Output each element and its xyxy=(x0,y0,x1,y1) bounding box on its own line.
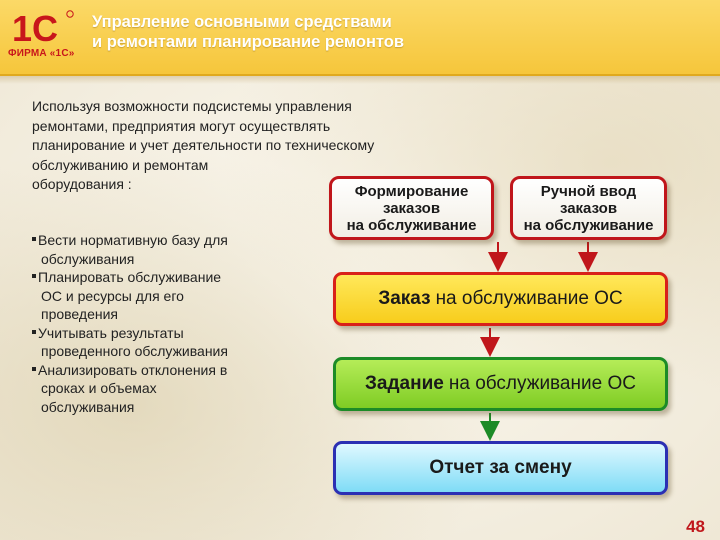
box-text: на обслуживание ОС xyxy=(448,373,636,394)
box-text: Формирование xyxy=(354,182,469,200)
manual-orders-box: Ручной ввод заказов на обслуживание xyxy=(510,176,667,240)
intro-line: планирование и учет деятельности по техн… xyxy=(32,137,375,153)
box-text: на обслуживание xyxy=(523,216,654,234)
bullet-text: обслуживания xyxy=(41,398,135,415)
box-text-strong: Задание xyxy=(365,373,444,394)
page-number: 48 xyxy=(686,517,705,536)
box-text: заказов xyxy=(382,199,441,217)
page-title: Управление основными средствами и ремонт… xyxy=(92,12,692,52)
bullet-marker xyxy=(32,366,36,371)
logo: 1С ФИРМА «1С» xyxy=(8,8,88,66)
bullet-text: Вести нормативную базу для xyxy=(38,232,228,248)
bullet-text: обслуживания xyxy=(41,250,135,267)
intro-line: Используя возможности подсистемы управле… xyxy=(32,98,352,114)
report-box: Отчет за смену xyxy=(333,441,668,495)
box-text: Отчет за смену xyxy=(429,457,572,478)
intro-line: ремонтами, предприятия могут осуществлят… xyxy=(32,117,331,134)
list-item: Учитывать результаты проведенного обслуж… xyxy=(32,324,302,361)
bullet-text: сроках и объемах xyxy=(41,380,157,396)
logo-text: 1С xyxy=(12,8,58,48)
list-item: Вести нормативную базу для обслуживания xyxy=(32,231,302,268)
intro-line: обслуживанию и ремонтам xyxy=(32,156,209,173)
box-text: на обслуживание xyxy=(346,216,477,234)
bullet-text: Планировать обслуживание xyxy=(38,269,222,285)
title-line: Управление основными средствами xyxy=(92,13,392,31)
task-box: Задание на обслуживание ОС xyxy=(333,357,668,411)
box-text: заказов xyxy=(559,199,618,217)
title-line: и ремонтами планирование ремонтов xyxy=(92,33,405,51)
form-orders-box: Формирование заказов на обслуживание xyxy=(329,176,494,240)
header-shadow xyxy=(0,76,720,84)
bullet-list: Вести нормативную базу для обслуживания … xyxy=(32,231,302,416)
box-text-strong: Заказ xyxy=(378,288,431,309)
bullet-text: Анализировать отклонения в xyxy=(38,361,228,378)
intro-line: оборудования : xyxy=(32,176,132,192)
bullet-marker xyxy=(32,237,36,241)
list-item: Анализировать отклонения в сроках и объе… xyxy=(32,361,302,417)
bullet-text: ОС и ресурсы для его xyxy=(41,287,184,304)
bullet-text: проведения xyxy=(41,306,118,322)
order-box: Заказ на обслуживание ОС xyxy=(333,272,668,326)
intro-paragraph: Используя возможности подсистемы управле… xyxy=(32,97,472,195)
bullet-text: проведенного обслуживания xyxy=(41,343,228,359)
box-text: на обслуживание ОС xyxy=(435,288,623,309)
bullet-marker xyxy=(32,274,36,278)
bullet-marker xyxy=(32,329,36,334)
logo-caption: ФИРМА «1С» xyxy=(8,48,75,59)
header-bar xyxy=(0,0,720,76)
logo-1c-icon: 1С xyxy=(12,8,74,48)
bullet-text: Учитывать результаты xyxy=(38,324,184,341)
box-text: Ручной ввод xyxy=(540,182,637,200)
list-item: Планировать обслуживание ОС и ресурсы дл… xyxy=(32,268,302,324)
